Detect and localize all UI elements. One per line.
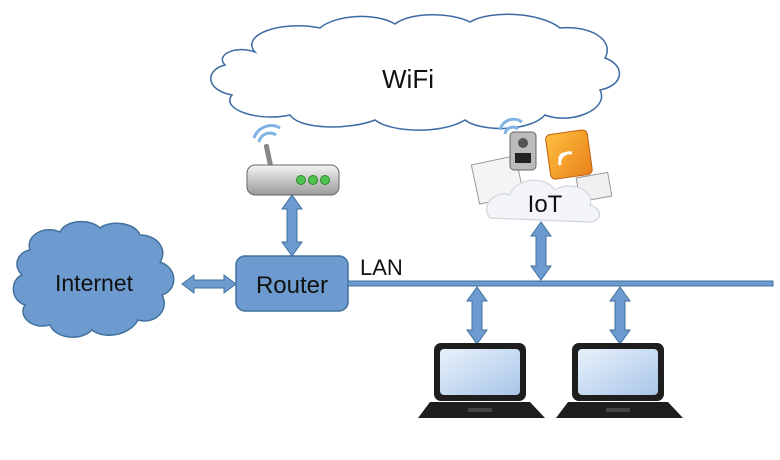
arrow-ap-router <box>281 194 303 257</box>
laptop-icon <box>556 343 683 418</box>
router-label: Router <box>256 272 328 299</box>
rss-icon <box>545 129 593 180</box>
lan-bus: LAN <box>347 255 774 287</box>
internet-label: Internet <box>55 270 134 296</box>
arrow-iot-lan <box>530 221 552 281</box>
laptop-icon <box>418 343 545 418</box>
lan-label: LAN <box>360 255 403 280</box>
arrow-internet-router <box>181 274 237 294</box>
internet-cloud: Internet <box>12 220 175 338</box>
phone-icon <box>509 131 537 171</box>
arrow-laptop2-lan <box>609 286 631 345</box>
router-node: Router <box>235 255 349 312</box>
wireless-router-icon <box>246 124 340 196</box>
arrow-laptop1-lan <box>466 286 488 345</box>
wifi-cloud: WiFi <box>210 13 621 131</box>
wifi-label: WiFi <box>382 64 434 94</box>
iot-node: IoT <box>470 117 613 223</box>
iot-label: IoT <box>528 191 563 218</box>
